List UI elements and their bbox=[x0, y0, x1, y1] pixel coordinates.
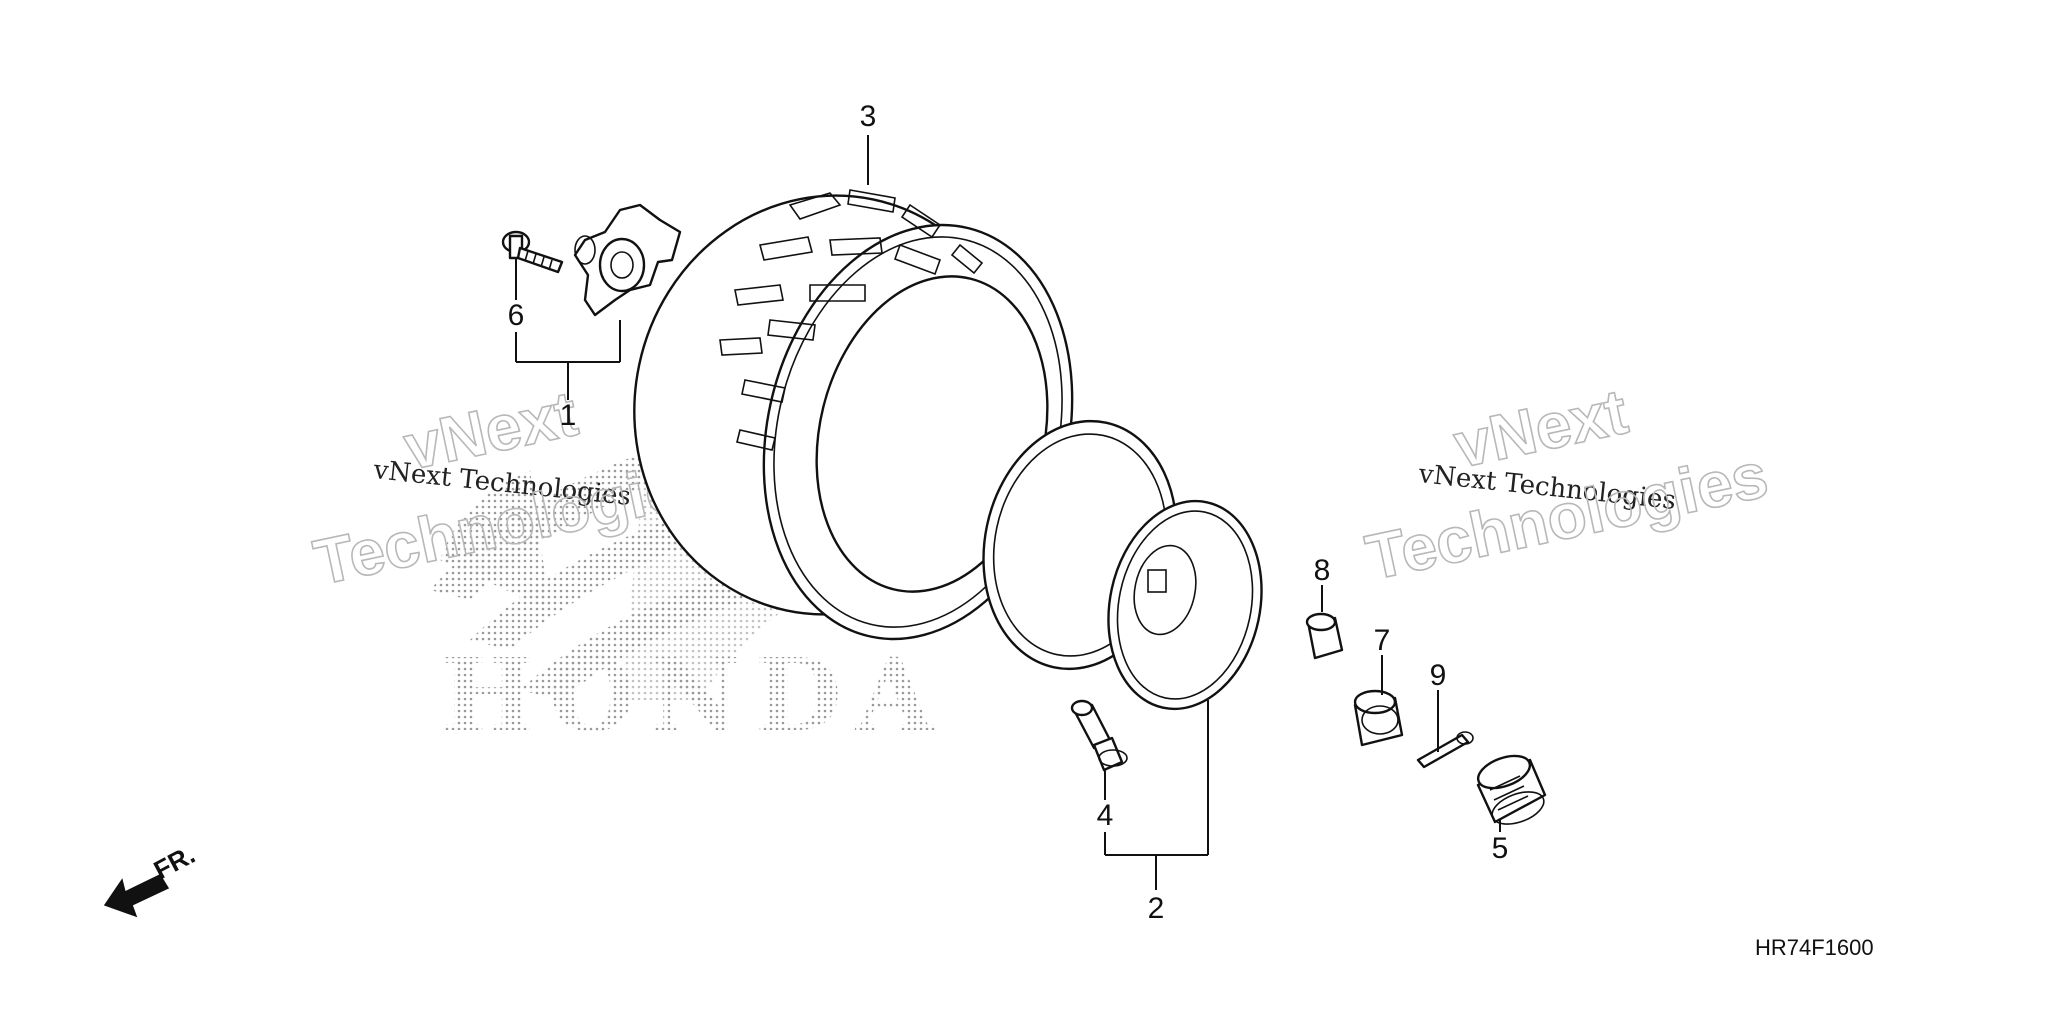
hub-cap-part-5 bbox=[1476, 754, 1547, 825]
valve-stem-part-4 bbox=[1070, 699, 1128, 772]
watermark-big-line1: vNext bbox=[1448, 375, 1633, 482]
cotter-pin-part-9 bbox=[1416, 731, 1474, 769]
callout-3: 3 bbox=[860, 100, 877, 133]
callout-2: 2 bbox=[1148, 892, 1165, 925]
nut-part-8 bbox=[1305, 612, 1344, 660]
leader-lines bbox=[515, 135, 1501, 890]
callout-4: 4 bbox=[1097, 799, 1114, 832]
hub-plate-part-1 bbox=[573, 203, 682, 317]
castle-nut-part-7 bbox=[1353, 689, 1404, 747]
callout-5: 5 bbox=[1492, 832, 1509, 865]
bolt-part-6 bbox=[501, 230, 564, 274]
callout-1: 1 bbox=[560, 399, 577, 432]
tire-tread-lugs bbox=[719, 189, 984, 451]
callout-7: 7 bbox=[1374, 624, 1391, 657]
honda-brand-text: HONDA bbox=[440, 636, 947, 754]
front-direction-arrow: FR. bbox=[103, 839, 200, 918]
wheel-rim-part-2 bbox=[982, 419, 1263, 711]
callout-6: 6 bbox=[508, 299, 525, 332]
callout-9: 9 bbox=[1430, 659, 1447, 692]
diagram-code: HR74F1600 bbox=[1755, 935, 1874, 960]
callout-8: 8 bbox=[1314, 554, 1331, 587]
watermark-right: vNext Technologies vNext Technologies bbox=[1359, 374, 1774, 594]
